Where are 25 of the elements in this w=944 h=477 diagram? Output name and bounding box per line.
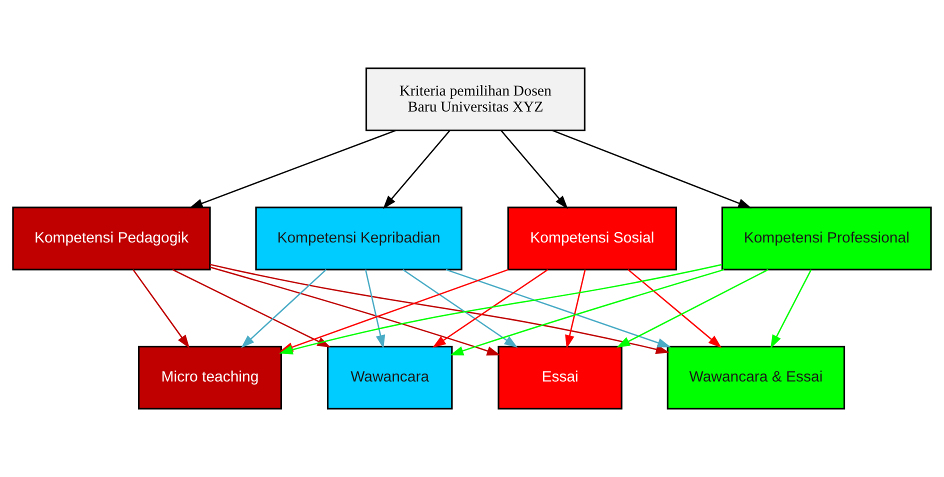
arrow [628, 269, 722, 348]
node-box: Kriteria pemilihan Dosen Baru Universitas XYZ [365, 67, 586, 132]
arrow [770, 269, 812, 348]
arrow [210, 266, 500, 356]
arrow [500, 130, 568, 210]
arrow [450, 268, 724, 356]
arrow [189, 130, 396, 208]
node-box: Wawancara & Essai [666, 346, 846, 410]
node-box: Micro teaching [138, 346, 282, 410]
arrow [446, 268, 671, 348]
node-box: Kompetensi Kepribadian [255, 206, 462, 270]
node-box: Kompetensi Pedagogik [12, 206, 211, 270]
arrow [364, 269, 386, 349]
node-box: Wawancara [326, 346, 453, 410]
node-box: Essai [498, 346, 622, 410]
node-box: Kompetensi Professional [721, 206, 932, 270]
arrow [382, 130, 450, 210]
arrow [241, 269, 327, 348]
arrow [132, 269, 190, 348]
arrow [616, 269, 768, 348]
node-box: Kompetensi Sosial [507, 206, 678, 270]
arrow [402, 269, 518, 348]
arrow [432, 269, 548, 348]
arrow [565, 269, 586, 349]
arrow [552, 130, 752, 208]
